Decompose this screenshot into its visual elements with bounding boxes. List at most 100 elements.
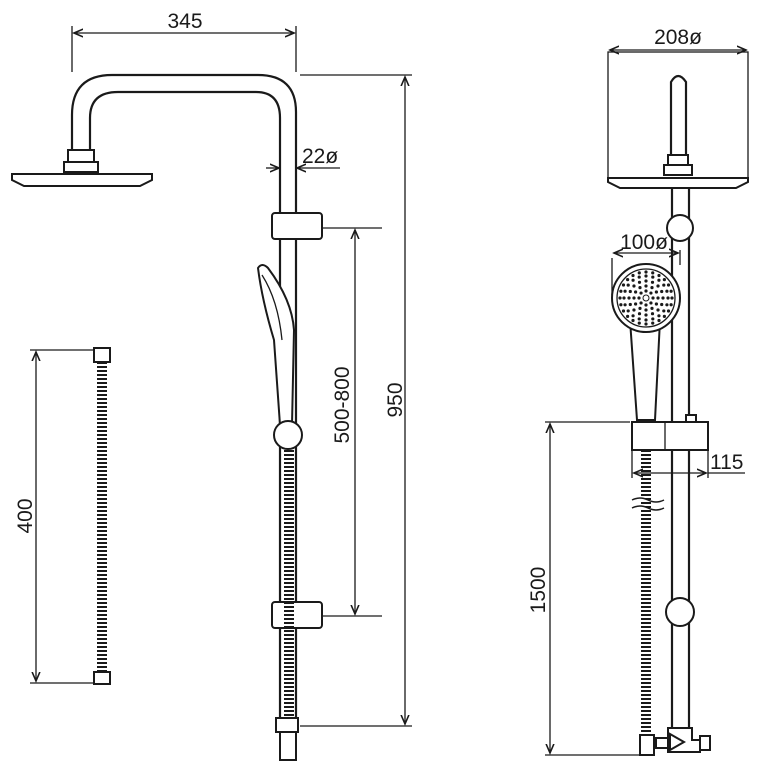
nozzle-dot (621, 309, 626, 313)
nozzle-dot (656, 308, 660, 312)
nozzle-dot (623, 303, 627, 307)
hand-shower-handle (628, 319, 662, 421)
nozzle-dot (637, 275, 641, 279)
nozzle-dot (649, 301, 653, 305)
valve-outlet (699, 735, 711, 751)
nozzle-dot (662, 314, 666, 318)
nozzle-dot (631, 318, 635, 323)
nozzle-dot (651, 321, 655, 325)
nozzle-dot (660, 289, 664, 294)
nozzle-dot (637, 317, 641, 321)
break-mark (631, 497, 665, 511)
nozzle-dot (644, 284, 648, 288)
side-view: 345 22ø 950 500-800 (11, 10, 412, 761)
dim-rail-diameter: 22ø (302, 145, 338, 168)
nozzle-dot (631, 314, 635, 318)
nozzle-dot (644, 279, 648, 283)
nozzle-dot (651, 296, 655, 300)
nozzle-dot (656, 284, 660, 288)
nozzle-dot (637, 271, 641, 275)
bottom-bracket (271, 601, 323, 629)
head-arm-front (669, 74, 688, 155)
nozzle-dot (649, 291, 653, 295)
nozzle-dot (657, 273, 661, 278)
nozzle-dot (644, 313, 648, 317)
nozzle-dot (619, 289, 623, 293)
dim-hand-shower-diameter: 100ø (620, 231, 668, 254)
nozzle-dot (631, 273, 635, 278)
nozzle-dot (651, 271, 655, 275)
hose-nut-top (93, 347, 111, 363)
nozzle-dot (644, 308, 648, 312)
dim-head-diameter: 208ø (654, 26, 702, 49)
nozzle-dot (639, 301, 643, 305)
front-view: 208ø 100ø 115 1500 (527, 26, 749, 756)
nozzle-dot (665, 303, 669, 307)
nozzle-dot (661, 296, 665, 300)
nozzle-dot (639, 291, 643, 295)
nozzle-dot (634, 290, 638, 294)
nozzle-dot (657, 318, 661, 323)
dim-bracket-range: 500-800 (331, 366, 354, 443)
nozzle-dot (637, 280, 642, 284)
nozzle-dot (632, 296, 636, 300)
nozzle-dot (650, 306, 654, 310)
hand-shower-face (611, 263, 681, 333)
top-ring (666, 214, 694, 242)
nozzle-dot (634, 302, 638, 306)
slider-ring (273, 420, 303, 450)
bottom-nut (275, 717, 299, 733)
nozzle-dot (651, 275, 655, 279)
nozzle-dot (644, 322, 648, 326)
nozzle-dot (650, 312, 655, 316)
flexible-hose-view: 400 (14, 347, 111, 685)
head-connector-front (667, 154, 689, 166)
nozzle-dot (662, 283, 666, 287)
nozzle-dot (637, 312, 642, 316)
rain-shower-head-front (607, 177, 749, 189)
nozzle-dot (618, 296, 622, 300)
top-bracket (271, 212, 323, 240)
center-nozzle (642, 294, 650, 302)
hand-shower (256, 264, 296, 426)
nozzle-dot (654, 290, 658, 294)
nozzle-dot (644, 318, 648, 322)
nozzle-dot (666, 283, 671, 287)
head-connector (67, 149, 95, 163)
nozzle-dot (670, 296, 674, 300)
nozzle-dot (669, 289, 673, 293)
head-connector-nut (63, 161, 99, 173)
nozzle-rings (618, 270, 674, 326)
nozzle-dot (666, 309, 671, 313)
nozzle-dot (669, 303, 673, 307)
nozzle-dot (666, 296, 670, 300)
nozzle-dot (657, 314, 661, 318)
dim-hose-length: 400 (14, 498, 37, 533)
nozzle-dot (632, 284, 636, 288)
nozzle-dot (621, 283, 626, 287)
nozzle-dot (657, 278, 661, 282)
dim-holder-depth: 115 (710, 451, 743, 474)
nozzle-dot (626, 309, 630, 313)
nozzle-dot (622, 296, 626, 300)
nozzle-dot (627, 296, 631, 300)
hose-nut-bottom (93, 671, 111, 685)
hand-shower-contour (261, 274, 283, 341)
nozzle-dot (660, 302, 664, 307)
nozzle-dot (619, 303, 623, 307)
head-connector-nut-front (663, 164, 693, 176)
nozzle-dot (623, 289, 627, 293)
dim-total-height: 950 (384, 382, 407, 417)
nozzle-dot (626, 314, 630, 318)
nozzle-dot (637, 321, 641, 325)
dim-arm-reach: 345 (167, 10, 202, 33)
nozzle-dot (644, 270, 648, 274)
nozzle-dot (631, 278, 635, 282)
nozzle-dot (632, 308, 636, 312)
nozzle-dot (662, 309, 666, 313)
rain-shower-head (11, 173, 153, 187)
bottom-ring (665, 597, 695, 627)
bottom-fitting (279, 731, 297, 761)
